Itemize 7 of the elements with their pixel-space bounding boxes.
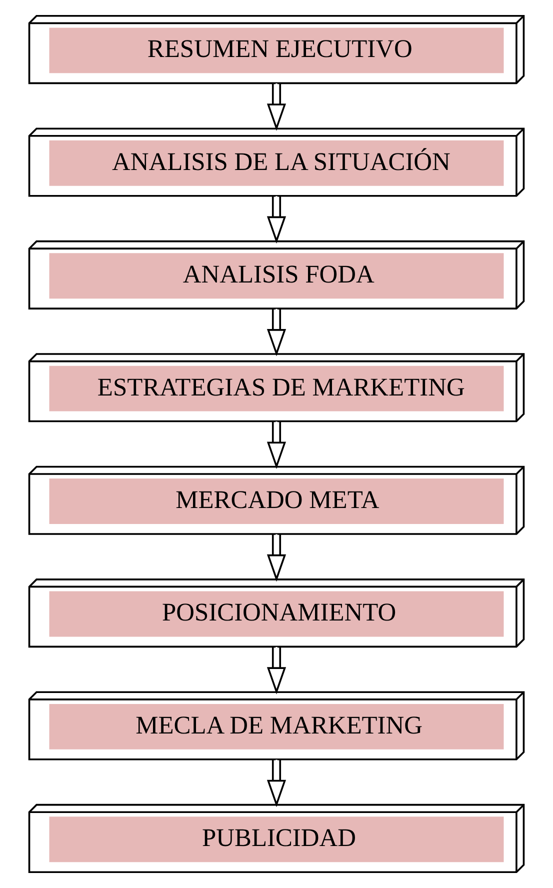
arrow <box>266 534 286 582</box>
arrow <box>266 760 286 808</box>
arrow <box>266 647 286 694</box>
arrow <box>266 83 286 131</box>
arrow <box>266 308 286 356</box>
arrow <box>266 422 286 469</box>
arrow <box>266 196 286 244</box>
